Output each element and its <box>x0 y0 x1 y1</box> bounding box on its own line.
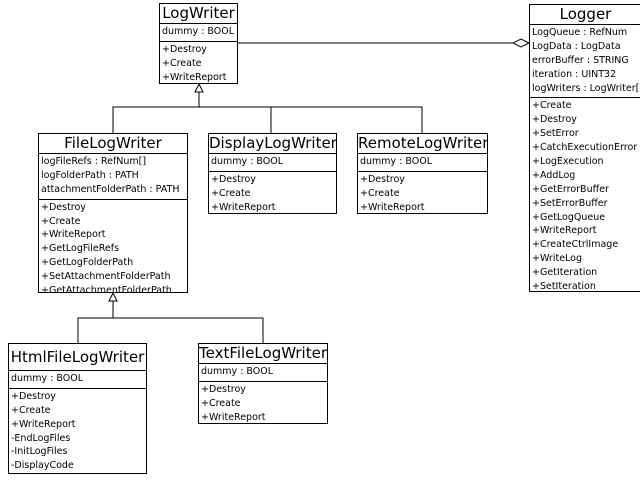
attribute: logFolderPath : PATH <box>41 169 139 181</box>
class-name: TextFileLogWriter <box>199 344 327 364</box>
attributes-compartment: dummy : BOOL <box>160 24 237 42</box>
class-htmlfilelogwriter[interactable]: HtmlFileLogWriter dummy : BOOL +Destroy … <box>8 343 147 474</box>
class-name: RemoteLogWriter <box>358 134 488 154</box>
class-name: HtmlFileLogWriter <box>9 344 146 371</box>
operation: +AddLog <box>532 169 576 181</box>
operation: +Destroy <box>41 201 86 213</box>
operation: +GetLogQueue <box>532 211 606 223</box>
operation: +WriteLog <box>532 253 583 265</box>
attribute: dummy : BOOL <box>211 156 284 167</box>
attribute: LogData : LogData <box>532 40 621 52</box>
operation: +WriteReport <box>201 411 266 423</box>
operations-compartment: +Destroy +Create +WriteReport +GetLogFil… <box>39 200 187 293</box>
attributes-compartment: LogQueue : RefNum LogData : LogData erro… <box>530 25 640 99</box>
operation: +Destroy <box>11 390 56 402</box>
operation: +SetError <box>532 128 579 140</box>
attribute: dummy : BOOL <box>201 366 274 377</box>
operation: +Destroy <box>532 114 577 126</box>
attribute: iteration : UINT32 <box>532 68 617 80</box>
attribute: dummy : BOOL <box>11 373 84 384</box>
operations-compartment: +Destroy +Create +WriteReport <box>160 42 237 83</box>
operation: +Destroy <box>201 383 246 395</box>
operations-compartment: +Destroy +Create +WriteReport -EndLogFil… <box>9 389 146 473</box>
operation: +LogExecution <box>532 156 604 168</box>
operation: -DisplayCode <box>11 460 74 472</box>
class-name: LogWriter <box>160 4 237 24</box>
operation: +WriteReport <box>532 225 597 237</box>
operation: +GetAttachmentFolderPath <box>41 285 172 293</box>
operation: +GetLogFileRefs <box>41 243 120 255</box>
aggregation-logger-logwriter <box>238 38 531 48</box>
attributes-compartment: dummy : BOOL <box>199 364 327 382</box>
attribute: attachmentFolderPath : PATH <box>41 183 180 195</box>
operation: +WriteReport <box>162 71 227 83</box>
class-name: DisplayLogWriter <box>209 134 337 154</box>
operation: +SetAttachmentFolderPath <box>41 271 171 283</box>
operation: +CatchExecutionError <box>532 142 638 154</box>
operation: +GetErrorBuffer <box>532 183 609 195</box>
class-logger[interactable]: Logger LogQueue : RefNum LogData : LogDa… <box>529 4 640 292</box>
class-filelogwriter[interactable]: FileLogWriter logFileRefs : RefNum[] log… <box>38 133 188 293</box>
operations-compartment: +Create +Destroy +SetError +CatchExecuti… <box>530 98 640 292</box>
operation: -InitLogFiles <box>11 446 68 458</box>
attribute: logWriters : LogWriter[] <box>532 82 640 94</box>
operation: +Create <box>532 100 572 112</box>
inheritance-line-textfilelogwriter <box>113 317 264 343</box>
operation: +Destroy <box>360 173 405 185</box>
operation: +CreateCtrlImage <box>532 239 619 251</box>
operation: +Destroy <box>211 173 256 185</box>
operation: +WriteReport <box>41 229 106 241</box>
attribute: errorBuffer : STRING <box>532 54 629 66</box>
class-displaylogwriter[interactable]: DisplayLogWriter dummy : BOOL +Destroy +… <box>208 133 337 214</box>
operation: +WriteReport <box>211 201 276 213</box>
attribute: logFileRefs : RefNum[] <box>41 156 147 167</box>
operation: +WriteReport <box>360 201 425 213</box>
inheritance-line-displaylogwriter <box>199 106 272 133</box>
operation: +Create <box>211 187 251 199</box>
class-logwriter[interactable]: LogWriter dummy : BOOL +Destroy +Create … <box>159 3 238 84</box>
attributes-compartment: dummy : BOOL <box>209 154 336 172</box>
operations-compartment: +Destroy +Create +WriteReport <box>199 382 327 423</box>
generalization-filelogwriter <box>77 291 264 343</box>
operation: +WriteReport <box>11 418 76 430</box>
operation: +Create <box>162 57 202 69</box>
operation: +Create <box>11 404 51 416</box>
operation: -EndLogFiles <box>11 432 71 444</box>
class-remotelogwriter[interactable]: RemoteLogWriter dummy : BOOL +Destroy +C… <box>357 133 488 214</box>
aggregation-diamond <box>511 38 531 48</box>
inheritance-arrow-logwriter <box>194 82 204 93</box>
operations-compartment: +Destroy +Create +WriteReport <box>358 172 487 213</box>
operation: +Create <box>41 215 81 227</box>
attribute: dummy : BOOL <box>162 26 235 37</box>
class-name: Logger <box>530 5 640 25</box>
attributes-compartment: logFileRefs : RefNum[] logFolderPath : P… <box>39 154 187 200</box>
class-name: FileLogWriter <box>39 134 187 154</box>
inheritance-arrow-filelogwriter <box>108 291 118 302</box>
operation: +Create <box>201 397 241 409</box>
operation: +GetLogFolderPath <box>41 257 134 269</box>
operations-compartment: +Destroy +Create +WriteReport <box>209 172 336 213</box>
inheritance-line-filelogwriter <box>112 92 200 133</box>
operation: +SetIteration <box>532 281 596 292</box>
inheritance-line-htmlfilelogwriter <box>77 301 114 343</box>
operation: +GetIteration <box>532 267 598 279</box>
attributes-compartment: dummy : BOOL <box>358 154 487 172</box>
operation: +Destroy <box>162 43 207 55</box>
operation: +SetErrorBuffer <box>532 197 608 209</box>
generalization-logwriter <box>112 82 423 133</box>
inheritance-line-remotelogwriter <box>199 106 423 133</box>
attribute: LogQueue : RefNum <box>532 27 628 38</box>
operation: +Create <box>360 187 400 199</box>
attribute: dummy : BOOL <box>360 156 433 167</box>
class-textfilelogwriter[interactable]: TextFileLogWriter dummy : BOOL +Destroy … <box>198 343 328 424</box>
attributes-compartment: dummy : BOOL <box>9 371 146 389</box>
